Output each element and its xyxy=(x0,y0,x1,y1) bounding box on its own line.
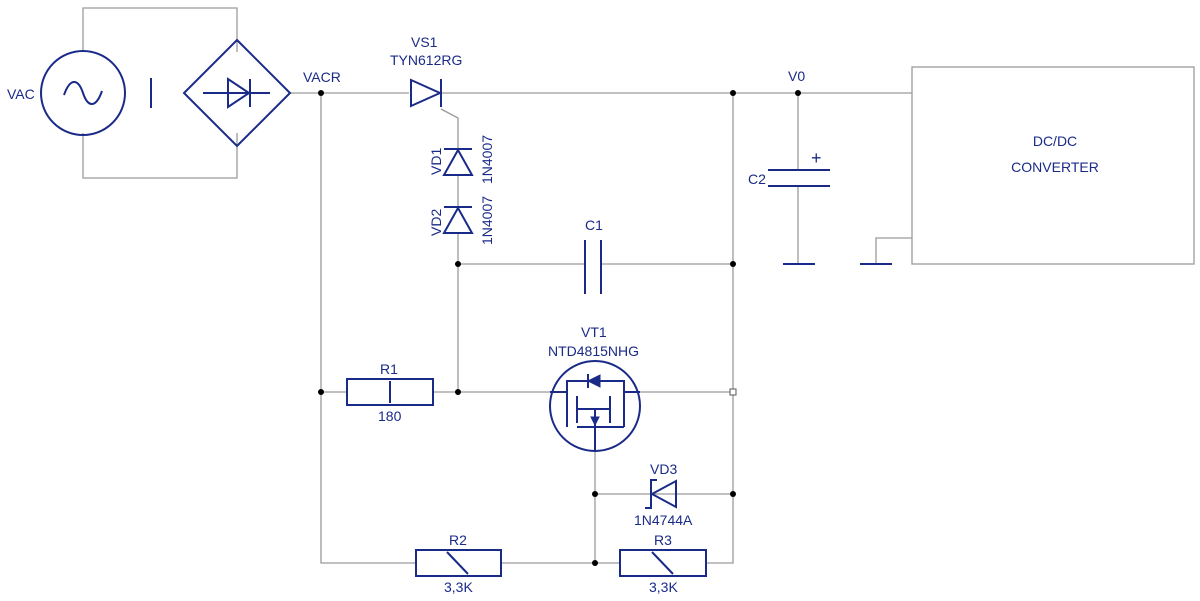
junction-dot xyxy=(318,389,324,395)
ac-source xyxy=(40,50,126,136)
mosfet-vt1 xyxy=(549,360,641,452)
r1-ref: R1 xyxy=(380,361,398,377)
r3-value: 3,3K xyxy=(649,579,678,595)
vd1-ref: VD1 xyxy=(428,148,444,175)
dcdc-converter xyxy=(911,66,1195,265)
junction-dot xyxy=(730,261,736,267)
wires xyxy=(82,7,912,564)
resistor-r2 xyxy=(415,549,502,577)
vs1-ref: VS1 xyxy=(411,34,438,50)
r1-value: 180 xyxy=(378,408,402,424)
dcdc-line1: DC/DC xyxy=(1033,133,1077,149)
vacr-label: VACR xyxy=(303,69,341,85)
thyristor-vs1 xyxy=(410,78,443,108)
c1-ref: C1 xyxy=(585,217,603,233)
zener-vd3 xyxy=(645,479,677,509)
vd3-ref: VD3 xyxy=(650,461,677,477)
vd2-part: 1N4007 xyxy=(479,196,495,245)
capacitor-c1 xyxy=(584,240,602,294)
junction-dot xyxy=(730,90,736,96)
resistor-r1 xyxy=(346,378,434,406)
wire-dcdc-ground xyxy=(875,237,912,264)
junction-dot xyxy=(455,261,461,267)
r2-value: 3,3K xyxy=(444,579,473,595)
diode-vd2 xyxy=(442,205,474,234)
wire-vt1-down xyxy=(594,452,620,564)
junction-dot xyxy=(730,491,736,497)
vt1-part: NTD4815NHG xyxy=(548,343,639,359)
wire-ac-bottom xyxy=(82,133,238,179)
junction-dot xyxy=(318,90,324,96)
junctions xyxy=(318,90,801,566)
r3-ref: R3 xyxy=(654,532,672,548)
vd3-part: 1N4744A xyxy=(634,512,693,528)
junction-dot xyxy=(455,389,461,395)
resistor-r3 xyxy=(619,549,707,577)
junction-dot xyxy=(795,90,801,96)
vac-label: VAC xyxy=(7,86,35,102)
junction-dot xyxy=(592,491,598,497)
wire-right-vertical xyxy=(706,93,734,564)
dcdc-line2: CONVERTER xyxy=(1011,159,1099,175)
wire-left-vertical xyxy=(320,93,416,564)
bridge-rectifier xyxy=(182,38,292,148)
wire-ac-top xyxy=(82,7,238,52)
diode-vd1 xyxy=(442,147,474,176)
capacitor-c2 xyxy=(768,169,830,265)
wire-gate xyxy=(440,108,459,148)
junction-dot xyxy=(592,560,598,566)
c2-ref: C2 xyxy=(748,171,766,187)
vs1-part: TYN612RG xyxy=(390,52,462,68)
v0-label: V0 xyxy=(788,68,805,84)
vd2-ref: VD2 xyxy=(428,209,444,236)
vd1-part: 1N4007 xyxy=(479,135,495,184)
r2-ref: R2 xyxy=(449,532,467,548)
c2-polarity: + xyxy=(811,148,822,168)
vt1-ref: VT1 xyxy=(581,324,607,340)
junction-square xyxy=(729,388,737,396)
